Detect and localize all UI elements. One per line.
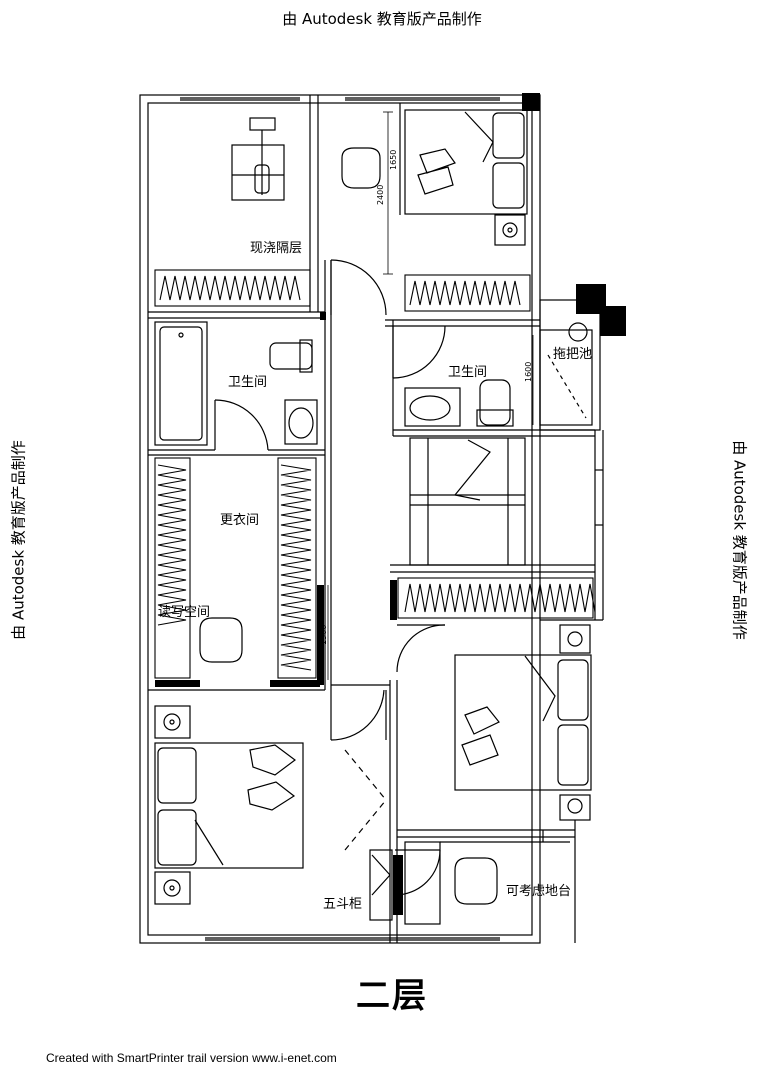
label-study: 读写空间 xyxy=(158,605,210,620)
credit-text: Created with SmartPrinter trail version … xyxy=(46,1051,337,1065)
wardrobes xyxy=(154,269,596,679)
dim-1500: 1500 xyxy=(319,625,328,645)
doors xyxy=(214,259,446,896)
outer-walls xyxy=(139,93,626,944)
label-dresser: 五斗柜 xyxy=(323,897,362,912)
dim-2400: 2400 xyxy=(376,185,385,205)
beds xyxy=(154,109,592,905)
label-bath-right: 卫生间 xyxy=(448,365,487,380)
label-cast-floor: 现浇隔层 xyxy=(250,241,302,256)
bay-area xyxy=(369,830,570,925)
label-bath-left: 卫生间 xyxy=(228,375,267,390)
dim-1650: 1650 xyxy=(389,150,398,170)
label-bay-window: 可考虑地台 xyxy=(506,884,571,899)
dimension-lines xyxy=(327,111,534,680)
chairs xyxy=(199,117,498,905)
staircase xyxy=(409,437,526,566)
dim-1600: 1600 xyxy=(524,362,533,382)
floor-title: 二层 xyxy=(356,976,428,1016)
watermark-top: 由 Autodesk 教育版产品制作 xyxy=(282,10,482,28)
bath-fixtures xyxy=(154,321,593,446)
label-dressing: 更衣间 xyxy=(220,512,259,528)
interior-walls xyxy=(148,95,595,943)
label-mop-pool: 拖把池 xyxy=(553,347,592,362)
